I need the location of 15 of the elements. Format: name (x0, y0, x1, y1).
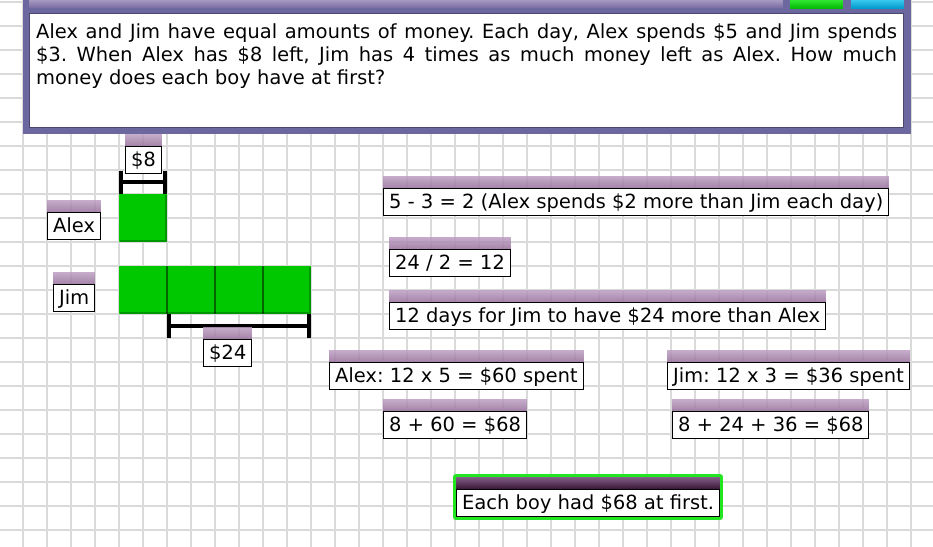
highlight-frame (453, 474, 723, 520)
amount-label: $8 (125, 146, 162, 174)
question-text: Alex and Jim have equal amounts of money. Each day, Alex spends $5 and Jim spends $3. When Alex has $8 left, Jim has 4 times as much money left as Alex. How much money does each boy have at first? (35, 19, 898, 89)
equation-label: 24 / 2 = 12 (389, 249, 511, 277)
name-label: Alex (47, 212, 101, 240)
equation-label: Jim: 12 x 3 = $36 spent (667, 362, 910, 390)
equation-label: 8 + 60 = $68 (383, 411, 527, 439)
problem-panel (23, 0, 911, 134)
equation-label: 5 - 3 = 2 (Alex spends $2 more than Jim each day) (383, 188, 890, 216)
amount-label: $24 (203, 339, 252, 367)
answer-label: Each boy had $68 at first. (456, 489, 720, 517)
name-label: Jim (53, 284, 96, 312)
step-label: 12 days for Jim to have $24 more than Alex (389, 302, 826, 330)
equation-label: 8 + 24 + 36 = $68 (672, 411, 870, 439)
equation-label: Alex: 12 x 5 = $60 spent (329, 362, 584, 390)
